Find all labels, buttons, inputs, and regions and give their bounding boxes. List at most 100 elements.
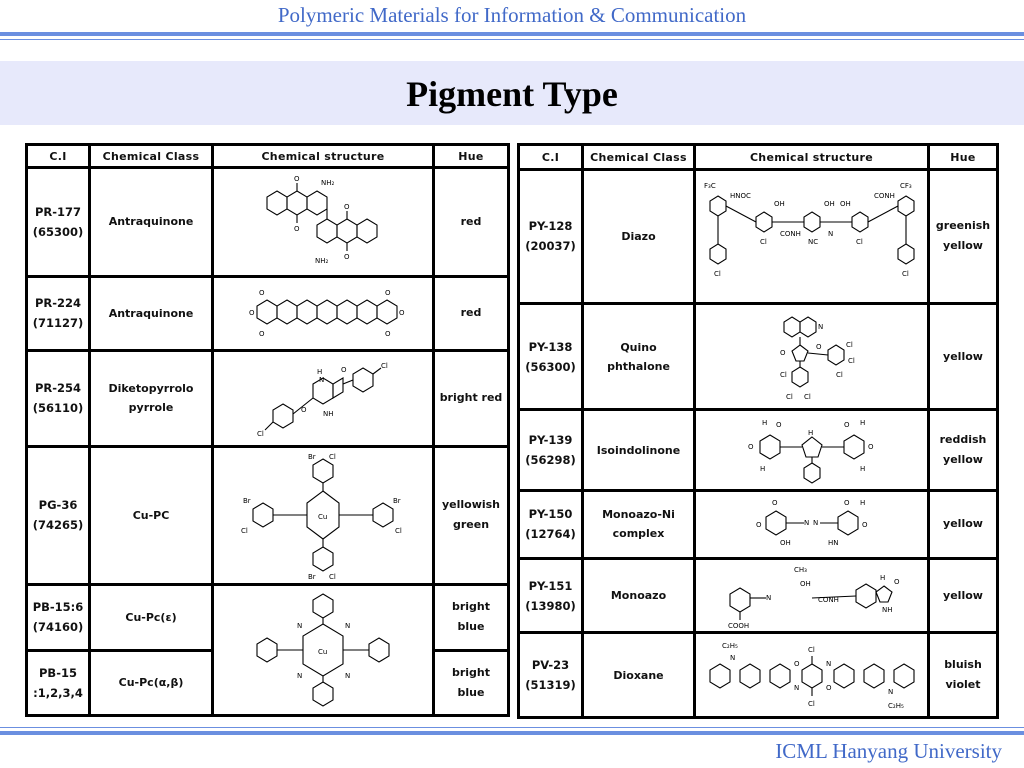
svg-text:NH: NH <box>323 410 334 418</box>
hue-cell: yellow <box>927 301 999 412</box>
class-cell: Isoindolinone <box>581 408 696 492</box>
svg-text:N: N <box>297 622 302 630</box>
header-ci: C.I <box>517 142 584 172</box>
svg-text:N: N <box>297 672 302 680</box>
svg-text:Cu: Cu <box>318 648 327 656</box>
svg-text:Cl: Cl <box>257 430 264 438</box>
svg-text:O: O <box>780 349 786 357</box>
svg-text:N: N <box>826 660 831 668</box>
structure-py150: N N O O H O O OH HN <box>756 499 868 547</box>
structure-cu-pc: Cu N N N N <box>256 593 390 707</box>
ci-cell: PR-177(65300) <box>25 166 91 278</box>
pigment-table-left: C.I Chemical Class Chemical structure Hu… <box>25 142 510 718</box>
structure-pr177: O O NH₂ O O NH₂ <box>266 175 378 265</box>
table-row: PV-23(51319) Dioxane C₂H₅ N O N N O Cl <box>517 631 999 719</box>
class-cell: Diazo <box>581 168 696 305</box>
svg-text:Cu: Cu <box>318 513 327 521</box>
header-class: Chemical Class <box>88 142 214 170</box>
structure-pr254: H N O O NH Cl Cl <box>257 362 388 438</box>
svg-text:NC: NC <box>808 238 818 246</box>
svg-text:CONH: CONH <box>818 596 839 604</box>
svg-text:H: H <box>860 465 865 473</box>
svg-text:N: N <box>828 230 833 238</box>
svg-text:O: O <box>868 443 874 451</box>
class-cell: Cu-PC <box>88 444 214 587</box>
ci-cell: PY-138(56300) <box>517 301 584 412</box>
svg-text:O: O <box>344 203 350 211</box>
svg-text:O: O <box>756 521 762 529</box>
structure-py139: H O O H O H O H H <box>748 419 874 484</box>
svg-text:Cl: Cl <box>760 238 767 246</box>
svg-text:N: N <box>813 519 818 527</box>
svg-text:N: N <box>818 323 823 331</box>
svg-text:Cl: Cl <box>804 393 811 401</box>
svg-text:Cl: Cl <box>241 527 248 535</box>
svg-text:H: H <box>760 465 765 473</box>
svg-text:O: O <box>294 225 300 233</box>
structure-cell: Cu Br Cl Br Cl Br Cl Br Cl <box>211 444 435 587</box>
table-row: PG-36(74265) Cu-PC Cu Br Cl Br Cl Br Cl <box>25 444 510 587</box>
class-cell: Antraquinone <box>88 274 214 353</box>
page-title: Pigment Type <box>406 74 618 114</box>
svg-text:NH₂: NH₂ <box>315 257 329 265</box>
structure-cell: Cu N N N N <box>211 583 435 717</box>
svg-text:Cl: Cl <box>395 527 402 535</box>
hue-cell: bright red <box>432 349 510 448</box>
ci-cell: PY-128(20037) <box>517 168 584 305</box>
svg-text:O: O <box>862 521 868 529</box>
table-row: PR-224(71127) Antraquinone O O O O O O r… <box>25 274 510 353</box>
structure-cell: N O O Cl Cl Cl Cl Cl Cl <box>693 301 930 412</box>
header-class: Chemical Class <box>581 142 696 172</box>
svg-text:HN: HN <box>828 539 839 547</box>
svg-text:CONH: CONH <box>874 192 895 200</box>
structure-pr224: O O O O O O <box>249 289 405 338</box>
svg-text:H: H <box>808 429 813 437</box>
ci-cell: PV-23(51319) <box>517 631 584 719</box>
header-hue: Hue <box>432 142 510 170</box>
svg-text:O: O <box>772 499 778 507</box>
svg-text:O: O <box>341 366 347 374</box>
svg-text:O: O <box>249 309 255 317</box>
structure-cell: C₂H₅ N O N N O Cl Cl N C₂H₅ <box>693 631 930 719</box>
pigment-table-right: C.I Chemical Class Chemical structure Hu… <box>517 142 999 719</box>
svg-text:N: N <box>794 684 799 692</box>
structure-cell: H O O H O H O H H <box>693 408 930 492</box>
svg-text:O: O <box>748 443 754 451</box>
svg-text:COOH: COOH <box>728 622 749 630</box>
svg-text:Cl: Cl <box>846 341 853 349</box>
svg-text:Br: Br <box>308 573 316 581</box>
header-ci: C.I <box>25 142 91 170</box>
ci-cell: PG-36(74265) <box>25 444 91 587</box>
svg-text:Br: Br <box>393 497 401 505</box>
table-row: PY-151(13980) Monoazo N CH₃ OH CONH COOH… <box>517 557 999 635</box>
svg-text:O: O <box>399 309 405 317</box>
svg-text:O: O <box>844 421 850 429</box>
svg-text:O: O <box>259 330 265 338</box>
svg-text:OH: OH <box>774 200 785 208</box>
bottom-rule-thin <box>0 727 1024 728</box>
svg-text:Cl: Cl <box>329 453 336 461</box>
ci-cell: PR-224(71127) <box>25 274 91 353</box>
table-row: PB-15:6(74160) Cu-Pc(ε) Cu N N N N brigh… <box>25 583 510 717</box>
hue-cell: yellow <box>927 488 999 561</box>
top-rule-thin <box>0 39 1024 40</box>
svg-text:NH: NH <box>882 606 893 614</box>
course-title: Polymeric Materials for Information & Co… <box>277 3 747 27</box>
svg-text:O: O <box>385 330 391 338</box>
svg-text:CONH: CONH <box>780 230 801 238</box>
svg-text:Cl: Cl <box>786 393 793 401</box>
svg-text:OH: OH <box>824 200 835 208</box>
svg-text:Cl: Cl <box>856 238 863 246</box>
svg-text:OH: OH <box>800 580 811 588</box>
svg-text:Cl: Cl <box>714 270 721 278</box>
top-rule-thick <box>0 32 1024 36</box>
svg-text:O: O <box>794 660 800 668</box>
svg-text:O: O <box>344 253 350 261</box>
svg-text:O: O <box>259 289 265 297</box>
